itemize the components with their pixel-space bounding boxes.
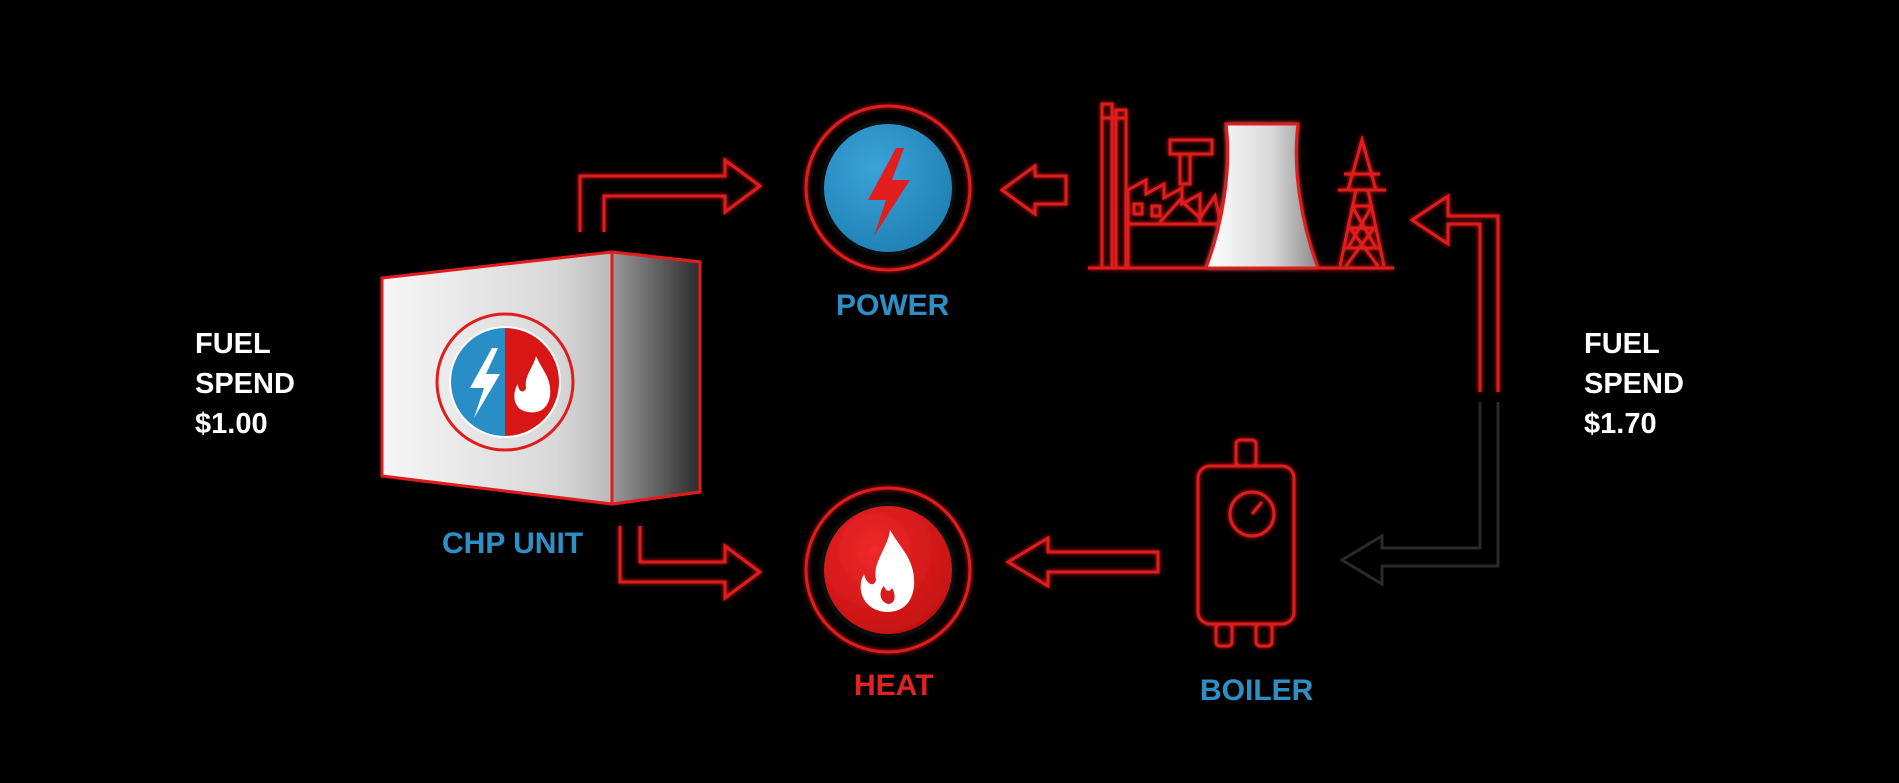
heat-label: HEAT bbox=[854, 669, 933, 702]
left-fuel-label-line1: FUEL bbox=[195, 328, 271, 360]
fuel-to-plant-arrow bbox=[1409, 193, 1500, 392]
heat-node bbox=[804, 486, 972, 654]
boiler-label: BOILER bbox=[1200, 674, 1314, 707]
boiler-icon bbox=[1196, 438, 1296, 648]
flame-icon bbox=[860, 530, 915, 612]
chp-to-power-arrow bbox=[578, 157, 763, 232]
power-label: POWER bbox=[836, 289, 950, 322]
power-node bbox=[804, 104, 972, 272]
boiler-to-heat-arrow bbox=[1005, 535, 1160, 589]
chp-unit-label: CHP UNIT bbox=[442, 527, 583, 560]
right-fuel-amount: $1.70 bbox=[1584, 408, 1657, 440]
fuel-to-boiler-arrow bbox=[1339, 402, 1500, 587]
right-fuel-label-line1: FUEL bbox=[1584, 328, 1660, 360]
lightning-bolt-icon bbox=[868, 148, 910, 236]
chp-to-heat-arrow bbox=[618, 526, 763, 601]
plant-to-power-arrow bbox=[999, 163, 1068, 217]
power-plant-icon bbox=[1088, 102, 1394, 270]
chp-box-icon bbox=[380, 250, 702, 506]
left-fuel-amount: $1.00 bbox=[195, 408, 268, 440]
left-fuel-label-line2: SPEND bbox=[195, 368, 295, 400]
right-fuel-label-line2: SPEND bbox=[1584, 368, 1684, 400]
